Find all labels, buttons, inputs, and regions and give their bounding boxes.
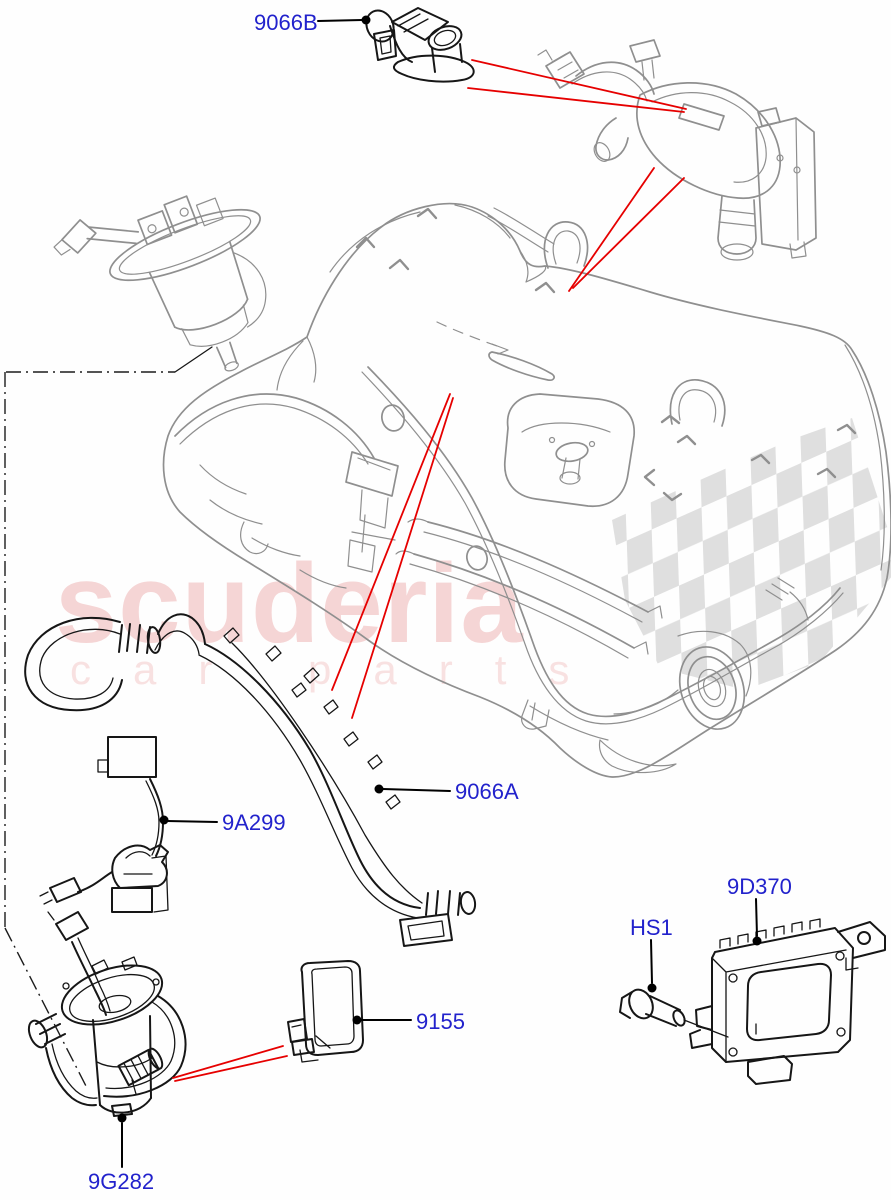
fuel-tank-drawing — [162, 202, 891, 778]
watermark-brand-text: scuderia — [55, 541, 524, 666]
pump-module-gray-drawing — [53, 195, 267, 372]
part-label-9a299: 9A299 — [222, 810, 286, 835]
part-labels: 9066B 9A299 9066A 9155 9G282 9D370 HS1 — [88, 10, 792, 1194]
part-label-hs1: HS1 — [630, 915, 673, 940]
part-label-9066b: 9066B — [254, 10, 318, 35]
part-hs1-bolt-drawing — [619, 988, 729, 1038]
watermark-subtitle-text: car parts — [70, 646, 611, 693]
part-label-9155: 9155 — [416, 1009, 465, 1034]
part-9066b-valve-drawing — [365, 7, 475, 83]
part-label-9g282: 9G282 — [88, 1169, 154, 1194]
part-label-9d370: 9D370 — [727, 874, 792, 899]
leader-lines — [117, 15, 762, 1168]
part-9g282-fuel-pump-drawing — [27, 911, 187, 1117]
vent-assembly-drawing — [537, 39, 817, 261]
part-label-9066a: 9066A — [455, 779, 519, 804]
red-pointer-lines — [172, 59, 687, 1082]
part-9066a-filler-pipe-drawing — [24, 613, 477, 947]
checkered-flag-watermark — [612, 418, 891, 690]
reference-boundary-lines — [4, 346, 213, 1087]
part-9155-bracket-drawing — [287, 960, 364, 1063]
part-9d370-module-drawing — [689, 918, 886, 1085]
part-9a299-sender-drawing — [39, 736, 169, 913]
watermark: scuderia car parts — [55, 541, 611, 693]
